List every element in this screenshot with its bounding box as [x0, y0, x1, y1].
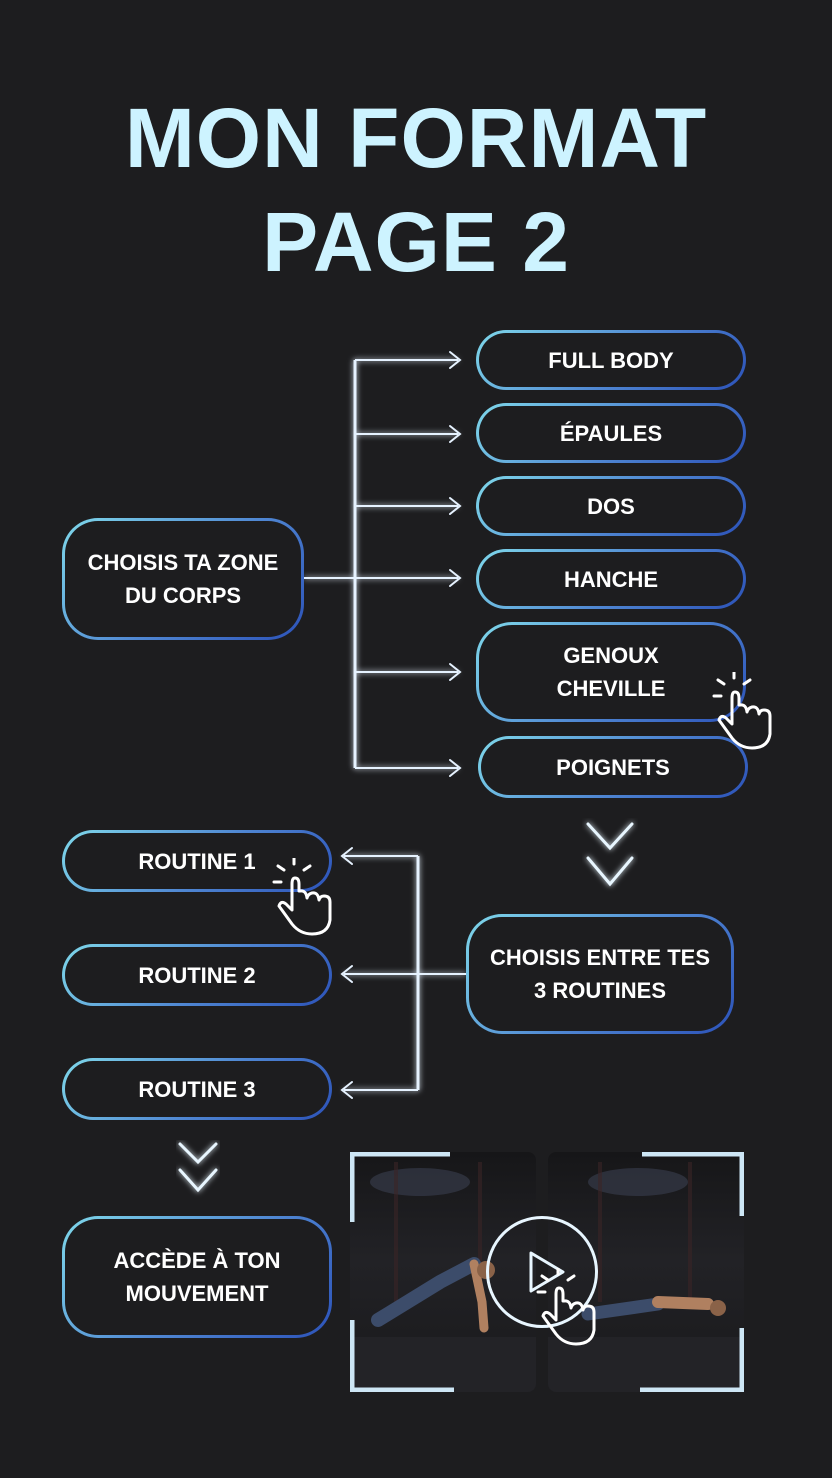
- frame-corners: [350, 1152, 744, 1392]
- page-title-line-2: PAGE 2: [262, 195, 570, 289]
- play-button[interactable]: [486, 1216, 598, 1328]
- routine-label: ROUTINE 3: [138, 1076, 256, 1102]
- zone-option-label: FULL BODY: [548, 347, 674, 373]
- movement-access-label: ACCÈDE À TON MOUVEMENT: [113, 1248, 281, 1306]
- movement-access: ACCÈDE À TON MOUVEMENT: [62, 1216, 332, 1338]
- video-preview[interactable]: [350, 1152, 744, 1392]
- hand-pointer-icon: [712, 672, 772, 750]
- body-zone-label: CHOISIS TA ZONE DU CORPS: [87, 550, 279, 608]
- zone-option-genoux-cheville[interactable]: GENOUX CHEVILLE: [476, 622, 746, 722]
- routine-label: ROUTINE 2: [138, 962, 256, 988]
- routine-label: ROUTINE 1: [138, 848, 256, 874]
- routine-chooser: CHOISIS ENTRE TES 3 ROUTINES: [466, 914, 734, 1034]
- zone-option-dos[interactable]: DOS: [476, 476, 746, 536]
- double-chevron-down-icon: [586, 822, 634, 887]
- play-icon: [529, 1251, 565, 1293]
- routine-2-button[interactable]: ROUTINE 2: [62, 944, 332, 1006]
- zone-option-label: GENOUX CHEVILLE: [556, 643, 666, 701]
- page-title-line-1: MON FORMAT: [124, 91, 708, 185]
- routine-chooser-label: CHOISIS ENTRE TES 3 ROUTINES: [489, 945, 711, 1003]
- zone-option-label: ÉPAULES: [559, 420, 663, 446]
- zone-option-epaules[interactable]: ÉPAULES: [476, 403, 746, 463]
- hand-pointer-icon: [536, 1268, 596, 1346]
- zone-option-full-body[interactable]: FULL BODY: [476, 330, 746, 390]
- body-zone-prompt: CHOISIS TA ZONE DU CORPS: [62, 518, 304, 640]
- zone-option-label: POIGNETS: [556, 754, 670, 780]
- zone-option-label: DOS: [587, 493, 635, 519]
- routine-3-button[interactable]: ROUTINE 3: [62, 1058, 332, 1120]
- routine-1-button[interactable]: ROUTINE 1: [62, 830, 332, 892]
- zone-option-hanche[interactable]: HANCHE: [476, 549, 746, 609]
- zone-option-label: HANCHE: [563, 566, 659, 592]
- hand-pointer-icon: [272, 858, 332, 936]
- zone-option-poignets[interactable]: POIGNETS: [478, 736, 748, 798]
- double-chevron-down-icon: [178, 1142, 218, 1193]
